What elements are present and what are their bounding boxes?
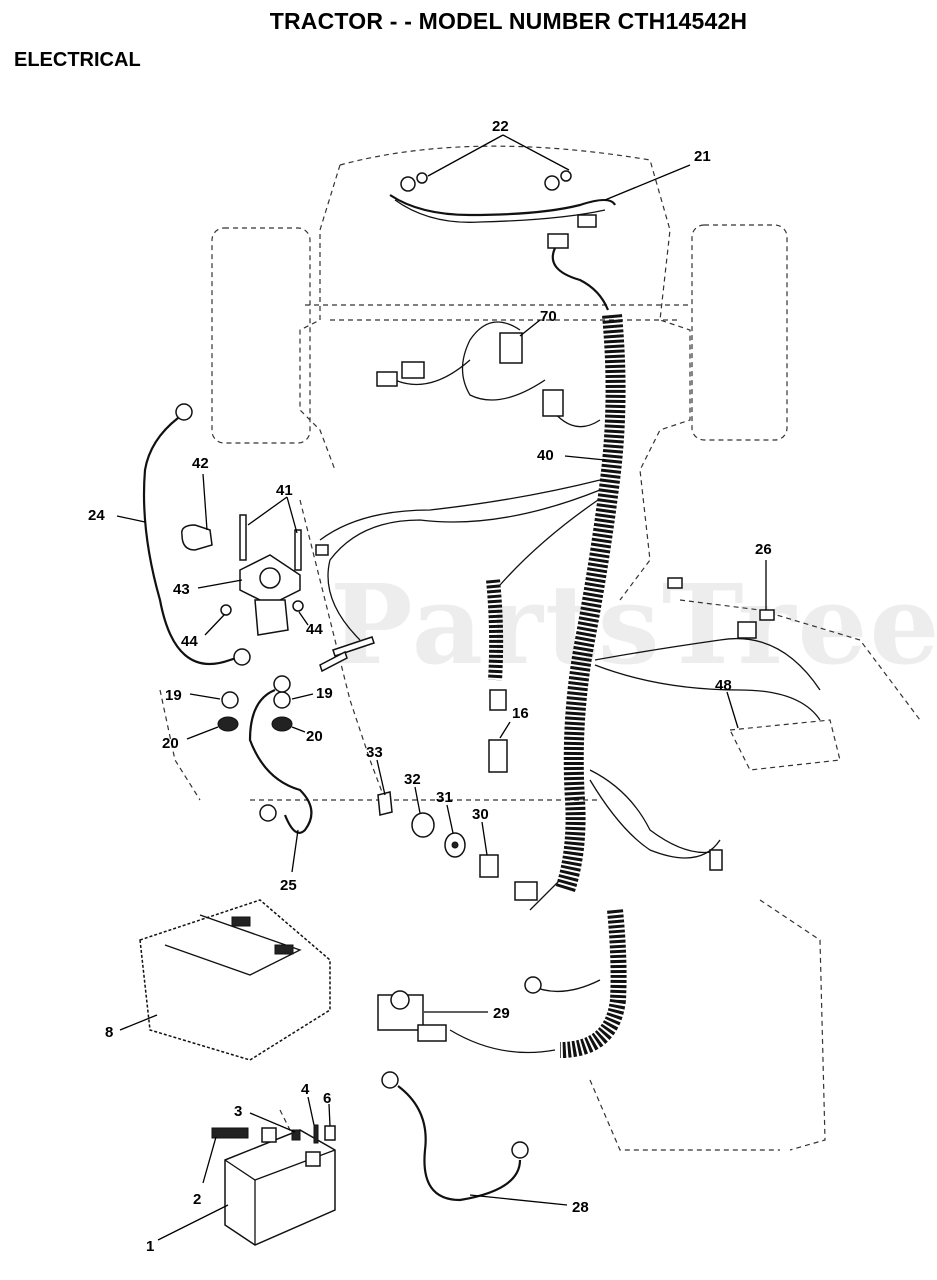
callout-70: 70 [540,308,557,325]
callout-33: 33 [366,744,383,761]
callout-20-left: 20 [162,735,179,752]
fuse-parts [377,791,499,878]
callout-16: 16 [512,705,529,722]
callout-3: 3 [234,1103,242,1120]
cable-24 [142,403,251,666]
callout-44-left: 44 [181,633,198,650]
battery-cover [139,899,331,1061]
callout-1: 1 [146,1238,154,1255]
callout-19-left: 19 [165,687,182,704]
callout-30: 30 [472,806,489,823]
callouts: 22 21 70 40 42 41 24 43 44 44 19 19 20 2… [88,118,772,1255]
callout-41: 41 [276,482,293,499]
main-harness-coil [555,314,627,1058]
callout-22: 22 [492,118,509,135]
callout-42: 42 [192,455,209,472]
callout-19-right: 19 [316,685,333,702]
callout-4: 4 [301,1081,310,1098]
cable-25 [248,675,313,834]
callout-20-right: 20 [306,728,323,745]
callout-32: 32 [404,771,421,788]
callout-8: 8 [105,1024,113,1041]
callout-43: 43 [173,581,190,598]
secondary-wiring [319,321,821,1054]
callout-31: 31 [436,789,453,806]
callout-24: 24 [88,507,105,524]
battery [211,1124,336,1246]
callout-2: 2 [193,1191,201,1208]
headlight-harness [389,170,616,311]
callout-29: 29 [493,1005,510,1022]
callout-44-right: 44 [306,621,323,638]
page-title: TRACTOR - - MODEL NUMBER CTH14542H [269,8,748,34]
callout-48: 48 [715,677,732,694]
callout-25: 25 [280,877,297,894]
cable-28 [381,1071,529,1202]
callout-40: 40 [537,447,554,464]
callout-21: 21 [694,148,711,165]
callout-6: 6 [323,1090,331,1107]
connectors [315,332,775,901]
section-title: ELECTRICAL [14,49,141,71]
callout-28: 28 [572,1199,589,1216]
seat-switch [377,976,542,1042]
callout-26: 26 [755,541,772,558]
solenoid-assembly [181,514,375,732]
